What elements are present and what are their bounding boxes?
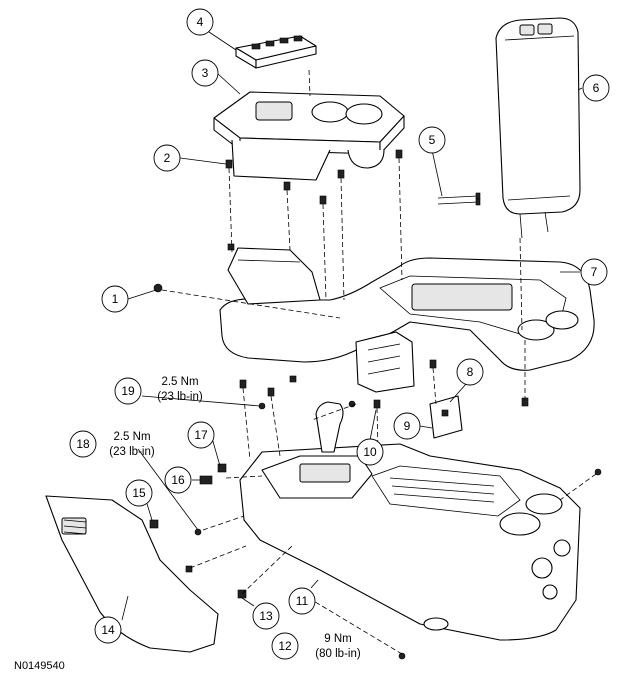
svg-text:12: 12	[278, 639, 292, 653]
svg-text:8: 8	[467, 365, 474, 379]
svg-text:18: 18	[76, 437, 90, 451]
svg-text:(80 lb-in): (80 lb-in)	[315, 648, 361, 660]
svg-text:4: 4	[197, 15, 204, 29]
callout-14: 14	[94, 616, 122, 644]
svg-text:11: 11	[296, 594, 309, 608]
callout-17: 17	[187, 421, 215, 449]
svg-text:5: 5	[429, 133, 436, 147]
callouts: 4 3 2 5 6 7 1 8 9 10 11 12 13 14 15 16 1…	[69, 8, 610, 660]
svg-text:9 Nm: 9 Nm	[324, 633, 351, 645]
callout-18: 18	[69, 430, 97, 458]
svg-text:2: 2	[164, 151, 171, 165]
fasteners	[149, 149, 602, 660]
part-side-trim-panel	[45, 495, 219, 653]
figure-id: N0149540	[14, 660, 65, 672]
svg-text:6: 6	[593, 81, 600, 95]
assembly-lines	[161, 69, 597, 655]
callout-4: 4	[186, 8, 214, 36]
part-top-bezel	[213, 91, 405, 181]
part-console-top-panel	[219, 257, 595, 371]
svg-text:17: 17	[194, 428, 208, 442]
callout-5: 5	[418, 126, 446, 154]
svg-text:10: 10	[363, 445, 377, 459]
callout-1: 1	[101, 285, 129, 313]
torque-spec-12: 9 Nm (80 lb-in)	[315, 633, 361, 660]
callout-8: 8	[456, 358, 484, 386]
torque-spec-19: 2.5 Nm (23 lb-in)	[157, 376, 203, 403]
part-shifter	[261, 401, 373, 499]
callout-12: 12	[271, 632, 299, 660]
svg-text:15: 15	[132, 486, 146, 500]
part-switch-panel	[235, 35, 317, 69]
callout-19: 19	[114, 377, 142, 405]
svg-text:(23 lb-in): (23 lb-in)	[109, 446, 155, 458]
callout-9: 9	[393, 412, 421, 440]
svg-text:9: 9	[404, 419, 411, 433]
part-storage-bin	[227, 247, 321, 305]
leader-lines	[121, 29, 583, 621]
svg-text:2.5 Nm: 2.5 Nm	[161, 376, 198, 388]
part-screws-5	[437, 192, 481, 206]
part-armrest-lid	[495, 17, 581, 239]
callout-6: 6	[582, 74, 610, 102]
callout-15: 15	[125, 479, 153, 507]
svg-text:14: 14	[101, 623, 115, 637]
part-mid-bracket	[355, 331, 415, 393]
svg-text:16: 16	[171, 473, 185, 487]
svg-text:13: 13	[259, 609, 273, 623]
svg-text:19: 19	[121, 384, 135, 398]
callout-11: 11	[288, 587, 316, 615]
callout-13: 13	[252, 602, 280, 630]
svg-text:2.5 Nm: 2.5 Nm	[113, 431, 150, 443]
callout-16: 16	[164, 466, 192, 494]
svg-text:(23 lb-in): (23 lb-in)	[157, 391, 203, 403]
svg-text:3: 3	[202, 66, 209, 80]
callout-10: 10	[356, 438, 384, 466]
callout-3: 3	[191, 59, 219, 87]
part-bracket-8	[429, 395, 463, 439]
callout-2: 2	[153, 144, 181, 172]
svg-text:7: 7	[591, 265, 598, 279]
torque-spec-18: 2.5 Nm (23 lb-in)	[109, 431, 155, 458]
svg-text:1: 1	[112, 292, 119, 306]
callout-7: 7	[580, 258, 608, 286]
